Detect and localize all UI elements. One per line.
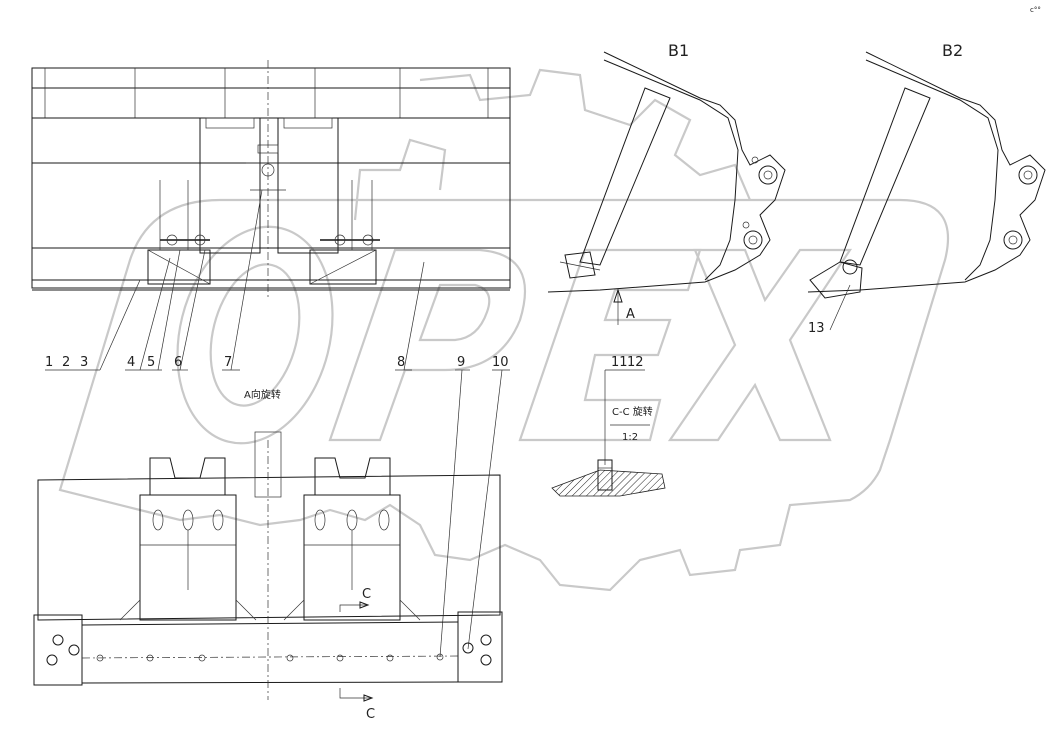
part-label-8: 8: [397, 355, 405, 370]
part-label-6: 6: [174, 355, 182, 370]
part-label-4: 4: [127, 355, 135, 370]
section-c-c: C-C 旋转 1:2: [551, 405, 666, 497]
rotation-note: A向旋转: [244, 388, 281, 401]
part-label-12: 12: [627, 355, 644, 370]
part-label-3: 3: [80, 355, 88, 370]
bucket-b2-view: B2 13: [807, 41, 1046, 336]
bottom-view: C C: [33, 431, 503, 722]
bucket-b2-title: B2: [942, 41, 963, 60]
part-labels-b1: 11 12: [604, 355, 645, 465]
section-marker-top: C: [362, 587, 371, 602]
part-labels-top: 1 2 3 4 5 6 7 8 9 10 A向旋转: [45, 355, 509, 401]
view-arrow-a: A: [626, 307, 635, 322]
part-label-2: 2: [62, 355, 70, 370]
part-label-1: 1: [45, 355, 53, 370]
front-view: [31, 60, 511, 300]
part-label-10: 10: [492, 355, 509, 370]
bucket-b1-title: B1: [668, 41, 689, 60]
section-title: C-C 旋转: [612, 405, 653, 418]
leader-lines-top: [45, 189, 510, 658]
section-scale: 1:2: [622, 432, 638, 443]
part-label-7: 7: [224, 355, 232, 370]
part-label-9: 9: [457, 355, 465, 370]
section-marker-bottom: C: [366, 707, 375, 722]
part-label-13: 13: [808, 321, 825, 336]
part-label-11: 11: [611, 355, 628, 370]
part-label-5: 5: [147, 355, 155, 370]
bucket-b1-view: B1 A: [547, 41, 786, 325]
corner-mark: ⅽ°°: [1030, 6, 1041, 14]
